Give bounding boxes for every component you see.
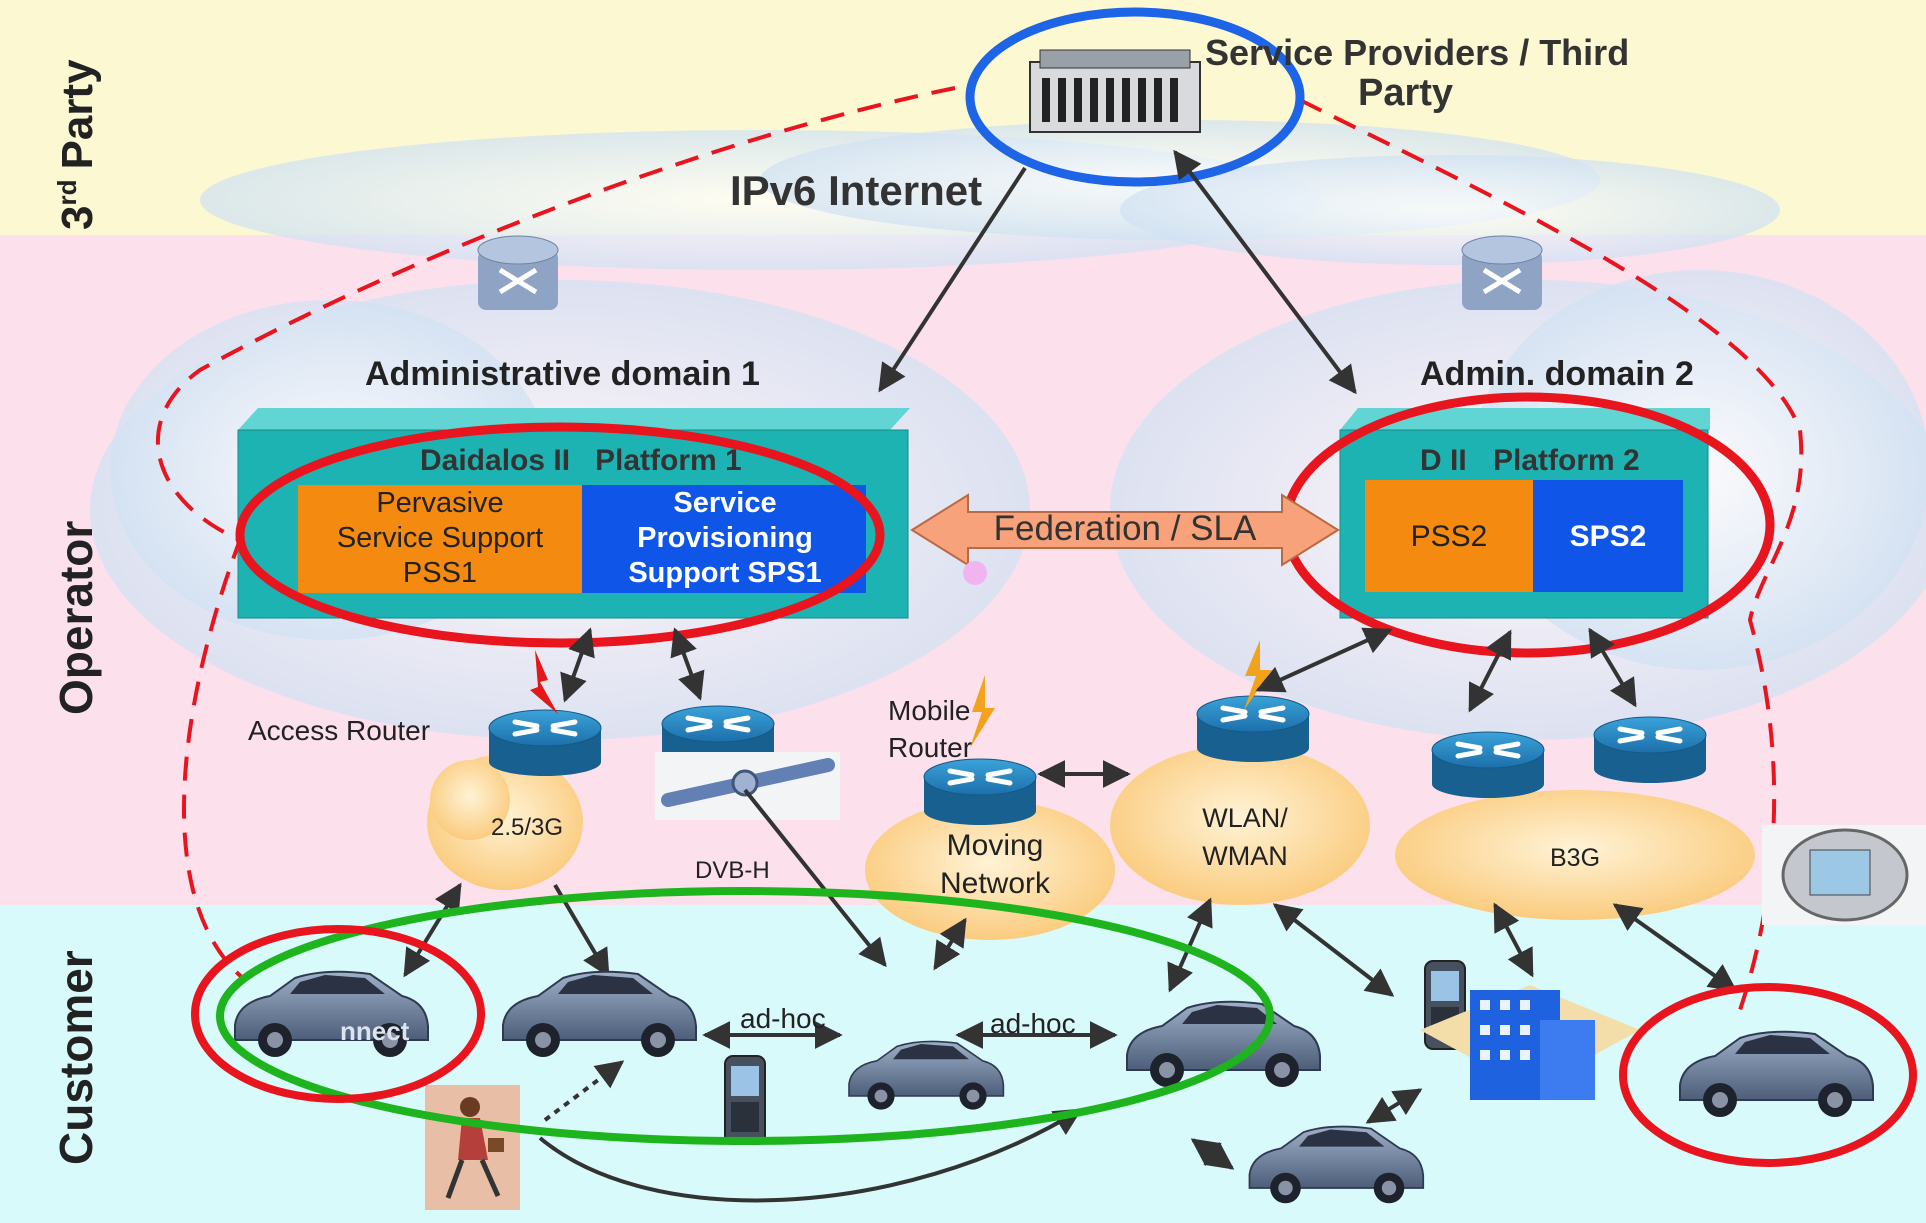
lightning-3g-icon	[530, 650, 558, 714]
sps1-line1: Service	[673, 487, 776, 519]
arrow-dvbh-car3	[743, 788, 887, 968]
moving-network-line1: Moving	[947, 829, 1044, 862]
pss1-line2: Service Support	[337, 522, 543, 554]
mobile-phone-1	[724, 1055, 766, 1145]
arrow-sp-to-domain1	[878, 166, 1027, 393]
moving-network-line2: Network	[940, 867, 1051, 900]
arrow-person-car	[543, 1060, 625, 1122]
pss1-block	[298, 485, 582, 593]
admin-domain-2-label: Admin. domain 2	[1420, 355, 1694, 393]
access-router-label: Access Router	[248, 715, 430, 746]
customer-car-1-highlight	[191, 925, 485, 1103]
mobile-router-label-line1: Mobile	[888, 695, 970, 726]
lightning-mobile-icon	[970, 675, 995, 748]
service-boundary-dashed-right	[1299, 98, 1804, 1011]
pss1-line3: PSS1	[403, 557, 477, 589]
sps1-line2: Provisioning	[637, 522, 813, 554]
service-provider-building	[1029, 49, 1201, 133]
arrow-b3g-car6	[1612, 903, 1738, 992]
arrow-moving-car3	[933, 917, 967, 971]
arrow-p1-ar3g	[560, 627, 595, 703]
core-router-1	[478, 236, 558, 310]
pss1-line1: Pervasive	[376, 487, 503, 519]
arrow-p2-b3g1	[1468, 629, 1512, 713]
cloud-b3g	[1395, 790, 1755, 920]
service-provider-highlight	[965, 7, 1305, 187]
arrow-car5-building	[1365, 1088, 1423, 1124]
arrow-car5-left	[1190, 1138, 1235, 1170]
sps1-block	[582, 485, 866, 593]
platform-1-title-left: Daidalos II	[420, 444, 570, 477]
arrow-p2-b3g2	[1588, 627, 1637, 708]
person-icon	[425, 1085, 520, 1210]
cloud-wlan	[1110, 745, 1370, 905]
cloud-moving-network	[865, 800, 1115, 940]
access-router-3g	[489, 710, 601, 776]
pda-device	[1762, 825, 1926, 925]
pink-dot	[963, 561, 987, 585]
cloud-3g	[427, 754, 583, 890]
customer-band-label: Customer	[50, 950, 102, 1165]
adhoc-label-1: ad-hoc	[740, 1003, 826, 1034]
admin-domain-1-label: Administrative domain 1	[365, 355, 760, 393]
sps2-label: SPS2	[1570, 520, 1647, 553]
platform-1-highlight	[235, 422, 885, 648]
platform-1-title-right: Platform 1	[595, 444, 742, 477]
access-router-wlan	[1197, 696, 1309, 762]
sps2-block	[1533, 480, 1683, 592]
service-boundary-dashed	[155, 86, 956, 982]
wlan-line2: WMAN	[1202, 841, 1287, 871]
adhoc-network-highlight	[216, 887, 1274, 1145]
sps1-line3: Support SPS1	[628, 557, 821, 589]
arrow-wlan-car4	[1167, 897, 1213, 993]
arrow-wlan-building	[1272, 903, 1395, 997]
dvbh-antenna	[655, 752, 840, 820]
third-party-band-label: 3rdParty	[52, 59, 102, 230]
federation-label: Federation / SLA	[994, 509, 1257, 548]
arrow-p2-wlan	[1255, 627, 1393, 693]
service-providers-label-line1: Service Providers / Third	[1205, 32, 1629, 73]
arrow-sp-domain2	[1173, 149, 1357, 395]
building-icon	[1420, 985, 1640, 1100]
access-router-b3g-2	[1594, 717, 1706, 783]
dvbh-label: DVB-H	[695, 857, 770, 884]
arrow-p1-dvbh	[670, 627, 705, 701]
adhoc-label-2: ad-hoc	[990, 1008, 1076, 1039]
pss2-label: PSS2	[1411, 520, 1488, 553]
platform-2-title-left: D II	[1420, 444, 1467, 477]
mobile-router-label-line2: Router	[888, 732, 972, 763]
core-router-2	[1462, 236, 1542, 310]
wlan-line1: WLAN/	[1202, 803, 1288, 833]
platform-2-title-right: Platform 2	[1493, 444, 1640, 477]
service-providers-label-line2: Party	[1358, 72, 1453, 114]
access-router-b3g-1	[1432, 732, 1544, 798]
pss2-block	[1365, 480, 1533, 592]
customer-car-6-highlight	[1619, 983, 1917, 1167]
arrow-3g-car1	[403, 882, 462, 978]
car-brand-text: nnect	[340, 1016, 410, 1046]
arrow-curve-bottom	[538, 1108, 1083, 1203]
federation-arrow	[910, 493, 1340, 567]
operator-band-label: Operator	[50, 521, 102, 715]
arrow-b3g-building	[1493, 902, 1534, 978]
mobile-router	[924, 759, 1036, 825]
internet-label: IPv6 Internet	[730, 167, 982, 214]
net-3g-label: 2.5/3G	[491, 814, 563, 841]
b3g-label: B3G	[1550, 844, 1600, 872]
